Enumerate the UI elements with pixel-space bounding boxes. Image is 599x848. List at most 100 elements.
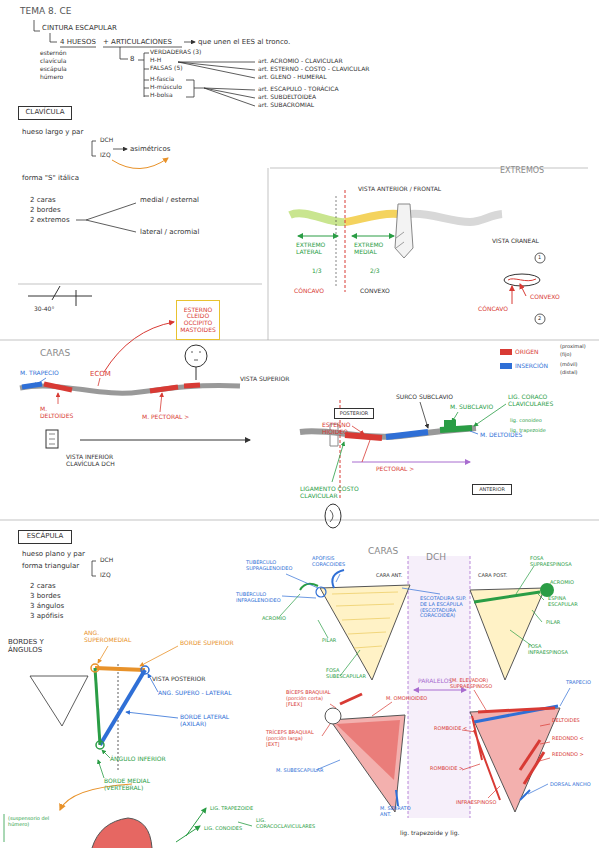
scapula-muscle-views-part — [330, 715, 405, 812]
clavicle-inferior-view-part — [352, 426, 364, 434]
note-label: 2 extremos — [30, 216, 70, 224]
scapula-muscle-views-part — [474, 690, 486, 710]
note-label: art. GLENO - HUMERAL — [258, 74, 327, 81]
scapula-muscle-views-part — [524, 752, 544, 784]
clavicle-cranial-view-part — [535, 253, 545, 263]
note-label: H-músculo — [150, 84, 182, 91]
scapula-muscle-views-part — [520, 790, 530, 800]
note-label: 2/3 — [370, 268, 380, 275]
note-label: M. DELTOIDES — [40, 406, 80, 420]
clavicle-superior-view-part — [44, 384, 72, 390]
note-label: EXTREMO LATERAL — [296, 242, 336, 256]
clavicle-anterior-view-part — [336, 196, 337, 286]
scapula-borders-view-part — [141, 666, 149, 674]
note-label: M. TRAPECIO — [20, 370, 59, 377]
scapula-borders-view-part — [102, 750, 110, 758]
note-label: CINTURA ESCAPULAR — [42, 24, 117, 32]
scapula-faces-view-part — [516, 566, 534, 594]
scapula-muscle-views-part — [540, 724, 550, 726]
bottom-sketch-part — [4, 814, 5, 842]
page-title: TEMA 8. CE — [20, 6, 71, 16]
clavicle-inferior-view-part — [332, 442, 344, 482]
scapula-faces-view-part — [286, 574, 318, 588]
note-label: M. PECTORAL > — [142, 414, 189, 421]
scapula-faces-view-part — [316, 587, 326, 597]
note-label: H-fascia — [150, 76, 174, 83]
note-label: M. SUBCLAVIO — [450, 404, 493, 411]
clavicle-anterior-view-part — [396, 232, 404, 248]
scapula-muscle-views-part — [336, 720, 400, 780]
note-label: TRAPECIO — [566, 680, 591, 686]
scapula-muscle-views-part — [322, 724, 330, 736]
section-rules-part — [18, 284, 262, 285]
legend-text: INSERCIÓN — [515, 362, 548, 369]
clavicle-inferior-view-part — [345, 435, 382, 438]
note-label: CÓNCAVO — [294, 288, 324, 295]
note-label: CONVEXO — [530, 294, 560, 301]
note-label: lig. conoideo — [510, 418, 542, 424]
note-label: REDONDO > — [552, 752, 584, 758]
tree-lines-part — [60, 47, 96, 48]
note-label: VISTA SUPERIOR — [240, 376, 289, 383]
note-label: 1 — [538, 255, 541, 261]
scapula-borders-view-part — [126, 712, 178, 718]
clavicle-superior-view-part — [184, 385, 200, 386]
note-label: CARAS — [40, 348, 70, 358]
scapula-borders-view-part — [98, 760, 104, 778]
scapula-muscle-views-part — [372, 702, 392, 716]
note-label: BÍCEPS BRAQUIAL (porción corta) [FLEX] — [286, 690, 336, 707]
note-label: ESCOTADURA SUP. DE LA ESCÁPULA (ESCOTADU… — [420, 596, 470, 619]
scapula-muscle-views-part — [325, 708, 341, 724]
bottom-sketch — [4, 808, 252, 848]
tree-lines-part — [50, 33, 57, 42]
note-box: ESCÁPULA — [18, 530, 72, 544]
note-label: ANG. SUPEROMEDIAL — [84, 630, 144, 644]
note-label: 2 caras — [30, 582, 56, 590]
clavicle-superior-view — [20, 345, 240, 412]
scapula-borders-view-part — [140, 646, 178, 666]
note-label: PILAR — [322, 638, 336, 644]
scapula-muscle-views-part — [488, 786, 500, 798]
note-label: APÓFISIS CORACOIDES — [312, 556, 352, 568]
scapula-borders-view-part — [91, 664, 99, 672]
note-label: TUBÉRCULO INFRAGLENOIDEO — [236, 592, 286, 604]
note-label: ECOM — [90, 370, 111, 378]
clavicle-anterior-view — [290, 190, 502, 292]
scapula-muscle-views-part — [560, 688, 570, 706]
clavicle-anterior-view-part — [298, 236, 338, 237]
scapula-faces-view-part — [320, 585, 410, 680]
tree-lines-part — [204, 88, 255, 106]
scapula-faces-view-part — [474, 592, 540, 602]
note-label: FOSA INFRAESPINOSA — [528, 644, 578, 656]
note-label: CÓNCAVO — [478, 306, 508, 313]
legend-row: INSERCIÓN — [500, 362, 548, 369]
note-label: VISTA INFERIOR CLAVÍCULA DCH — [66, 454, 136, 468]
note-label: asimétricos — [130, 145, 170, 153]
note-label: (móvil) — [560, 362, 578, 368]
scapula-faces-view-part — [402, 588, 440, 594]
clavicle-inferior-view-part — [362, 440, 370, 462]
note-label: TUBÉRCULO SUPRAGLENOIDEO — [246, 560, 296, 572]
note-label: IZQ — [100, 152, 111, 159]
note-label: M. DELTOIDES — [480, 432, 522, 439]
note-label: FOSA SUPRAESPINOSA — [530, 556, 580, 568]
box-text: CLAVÍCULA — [25, 109, 64, 117]
note-label: (fijo) — [560, 352, 572, 358]
note-label: 2 — [538, 316, 541, 322]
section-rules-part — [268, 168, 269, 340]
clavicle-cranial-view — [504, 253, 545, 324]
tree-lines-part — [138, 53, 149, 97]
note-label: DCH — [426, 552, 446, 562]
note-label: LIG. CORACO CLAVICULARES — [508, 394, 578, 408]
note-label: art. ESTERNO - COSTO - CLAVICULAR — [258, 66, 369, 73]
note-label: VISTA ANTERIOR / FRONTAL — [358, 186, 441, 193]
note-label: BORDE MEDIAL (VERTEBRAL) — [104, 778, 164, 792]
tree-lines-part — [103, 47, 182, 48]
clavicle-inferior-view-part — [386, 432, 428, 437]
note-label: BORDES Y ÁNGULOS — [8, 638, 78, 654]
scapula-muscle-views-part — [474, 706, 558, 722]
angle-sketch-part — [52, 286, 60, 300]
scapula-muscle-views-part — [540, 742, 550, 744]
section-rules-part — [0, 520, 599, 521]
